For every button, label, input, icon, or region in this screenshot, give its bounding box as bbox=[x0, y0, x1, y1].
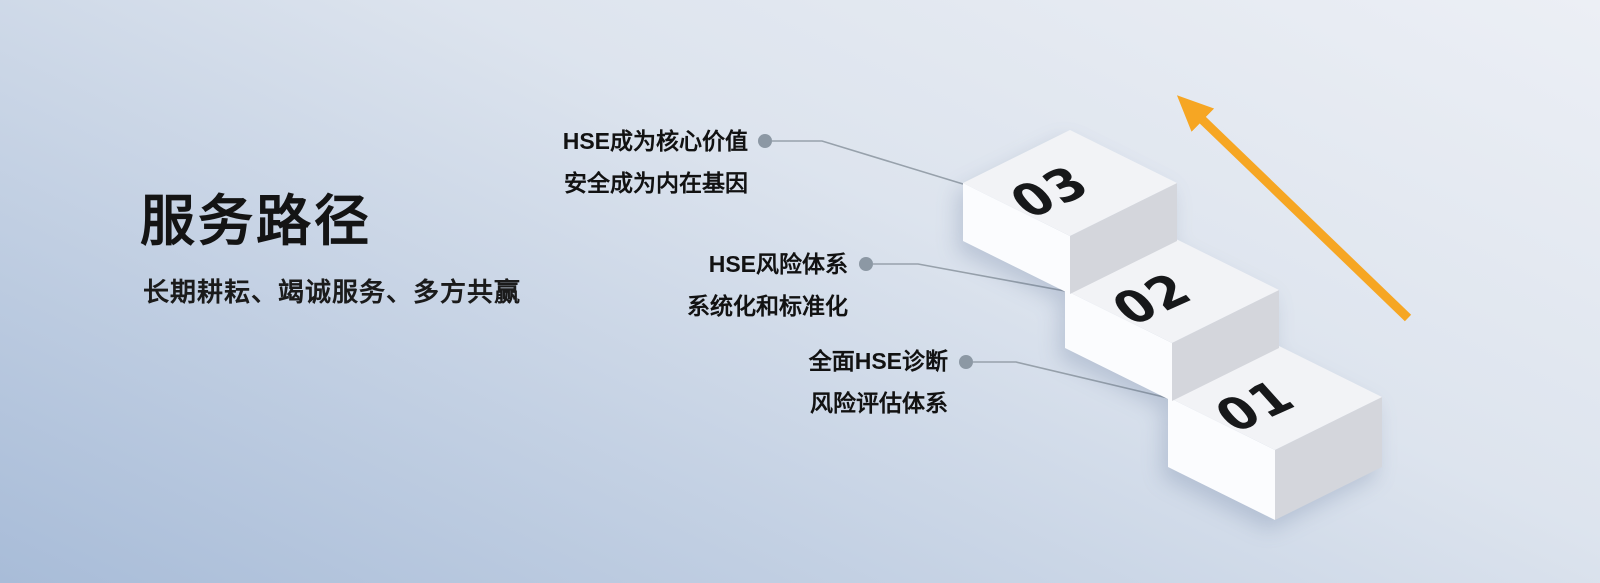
callout-step-03: HSE成为核心价值 安全成为内在基因 bbox=[448, 120, 748, 204]
callout-step-02-line1: HSE风险体系 bbox=[708, 251, 848, 277]
connector-line-step-03 bbox=[772, 140, 964, 185]
step-01-front-face bbox=[1168, 397, 1275, 520]
step-03-front-face bbox=[963, 183, 1070, 294]
callout-step-02-line2: 系统化和标准化 bbox=[687, 293, 848, 319]
callout-step-03-line1: HSE成为核心价值 bbox=[562, 128, 748, 154]
step-01-side-face bbox=[1275, 397, 1382, 520]
step-03-side-face bbox=[1070, 183, 1177, 294]
step-02-front-face bbox=[1065, 290, 1172, 401]
staircase: 01 02 03 bbox=[963, 130, 1382, 520]
callout-step-01-line2: 风险评估体系 bbox=[810, 390, 948, 416]
connector-step-01 bbox=[959, 355, 1169, 399]
connector-line-step-01 bbox=[973, 361, 1169, 399]
step-01-block: 01 bbox=[1168, 344, 1382, 520]
callout-step-01: 全面HSE诊断 风险评估体系 bbox=[648, 340, 948, 424]
connector-line-step-02 bbox=[873, 263, 1066, 292]
callout-step-01-line1: 全面HSE诊断 bbox=[808, 348, 948, 374]
connector-step-03 bbox=[758, 134, 964, 185]
step-03-block: 03 bbox=[963, 130, 1177, 294]
page-title: 服务路径 bbox=[140, 190, 373, 252]
connector-dot-icon bbox=[959, 355, 973, 369]
step-02-side-face bbox=[1172, 290, 1279, 401]
callout-step-03-line2: 安全成为内在基因 bbox=[564, 170, 748, 196]
step-02-block: 02 bbox=[1065, 237, 1279, 401]
connector-step-02 bbox=[859, 257, 1066, 292]
page-subtitle: 长期耕耘、竭诚服务、多方共赢 bbox=[143, 277, 522, 307]
connector-dot-icon bbox=[859, 257, 873, 271]
connector-dot-icon bbox=[758, 134, 772, 148]
step-03-top-face bbox=[963, 130, 1177, 236]
growth-arrow bbox=[1176, 95, 1412, 322]
callout-step-02: HSE风险体系 系统化和标准化 bbox=[548, 243, 848, 327]
